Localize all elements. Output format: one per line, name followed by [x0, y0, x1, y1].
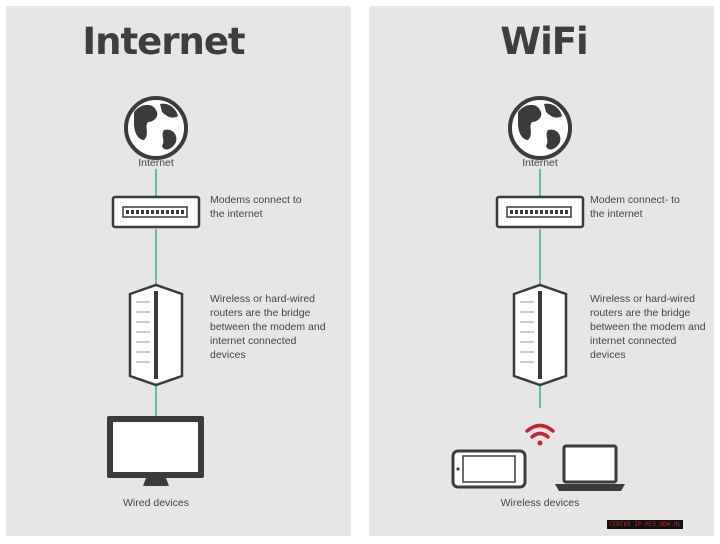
wifi-title: WiFi: [500, 20, 588, 63]
modem-icon: [495, 195, 585, 229]
router-icon: [512, 283, 568, 387]
router-description: Wireless or hard-wired routers are the b…: [210, 293, 326, 361]
modem-icon: [111, 195, 201, 229]
wifi-diagram: [451, 96, 625, 491]
modem-description: Modems connect to the internet: [210, 194, 302, 220]
globe-icon: [508, 96, 572, 160]
modem-description: Modem connect- to the internet: [590, 194, 680, 220]
laptop-icon: [555, 444, 625, 491]
wifi-globe-label: Internet: [522, 157, 558, 169]
router-icon: [128, 283, 184, 387]
internet-title: Internet: [82, 20, 245, 63]
monitor-icon: [107, 416, 204, 486]
internet-diagram: [107, 96, 204, 486]
wifi-signal-icon: [525, 423, 555, 446]
internet-globe-label: Internet: [138, 157, 174, 169]
globe-icon: [124, 96, 188, 160]
wired-devices-label: Wired devices: [123, 497, 189, 509]
internet-panel: Internet: [6, 6, 351, 536]
router-description: Wireless or hard-wired routers are the b…: [590, 293, 706, 361]
watermark-stamp: CENTER IP-RES.UDW.NL: [607, 520, 684, 529]
phone-icon: [451, 449, 527, 489]
wireless-devices-label: Wireless devices: [500, 497, 580, 509]
wifi-panel: WiFi: [369, 6, 714, 536]
